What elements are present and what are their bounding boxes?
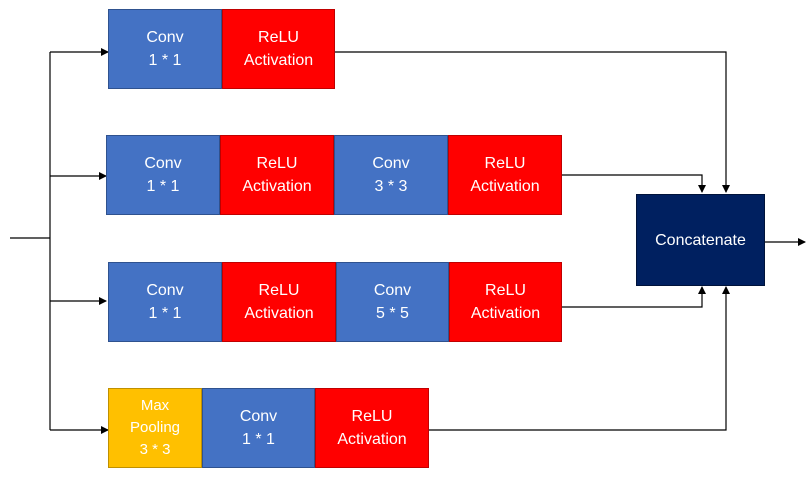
block-label: ReLU xyxy=(256,155,298,172)
branch3-conv-5x5: Conv 5 * 5 xyxy=(336,262,449,342)
block-label: Conv xyxy=(144,155,182,172)
branch4-max-pooling-3x3: Max Pooling 3 * 3 xyxy=(108,388,202,468)
branch4-conv-1x1: Conv 1 * 1 xyxy=(202,388,315,468)
block-label: Conv xyxy=(239,408,278,425)
block-label: 1 * 1 xyxy=(148,52,182,69)
branch1-output-line xyxy=(335,51,730,193)
branch3-relu-2: ReLU Activation xyxy=(449,262,562,342)
block-label: ReLU xyxy=(485,282,526,299)
block-label: Max xyxy=(140,397,170,414)
block-label: ReLU xyxy=(351,408,393,425)
block-label: 5 * 5 xyxy=(376,305,409,322)
block-label: Conv xyxy=(146,282,184,299)
branch2-relu-1: ReLU Activation xyxy=(220,135,334,215)
branch3-output-line xyxy=(562,286,706,308)
branch1-relu: ReLU Activation xyxy=(222,9,335,89)
branch4-relu: ReLU Activation xyxy=(315,388,429,468)
branch1-conv-1x1: Conv 1 * 1 xyxy=(108,9,222,89)
block-label: 1 * 1 xyxy=(242,431,275,448)
block-label: Conv xyxy=(146,29,184,46)
block-label: Conv xyxy=(373,282,412,299)
block-label: 1 * 1 xyxy=(148,305,182,322)
block-label: Activation xyxy=(470,305,541,322)
block-label: 1 * 1 xyxy=(146,178,180,195)
block-label: Conv xyxy=(372,155,410,172)
block-label: Activation xyxy=(337,431,407,448)
branch2-conv-3x3: Conv 3 * 3 xyxy=(334,135,448,215)
block-label: ReLU xyxy=(258,29,299,46)
block-label: ReLU xyxy=(258,282,300,299)
block-label: 3 * 3 xyxy=(374,178,408,195)
block-label: Activation xyxy=(244,305,314,322)
block-label: 3 * 3 xyxy=(139,441,171,458)
branch3-relu-1: ReLU Activation xyxy=(222,262,336,342)
concatenate-label: Concatenate xyxy=(655,231,746,249)
block-label: Pooling xyxy=(129,419,181,436)
branch4-output-line xyxy=(429,286,730,431)
branch2-relu-2: ReLU Activation xyxy=(448,135,562,215)
branch3-conv-1x1: Conv 1 * 1 xyxy=(108,262,222,342)
block-label: Activation xyxy=(243,52,314,69)
concatenate-block: Concatenate xyxy=(636,194,765,286)
block-label: Activation xyxy=(470,178,540,195)
branch2-output-line xyxy=(562,174,706,193)
branch2-conv-1x1: Conv 1 * 1 xyxy=(106,135,220,215)
block-label: ReLU xyxy=(484,155,526,172)
block-label: Activation xyxy=(242,178,312,195)
